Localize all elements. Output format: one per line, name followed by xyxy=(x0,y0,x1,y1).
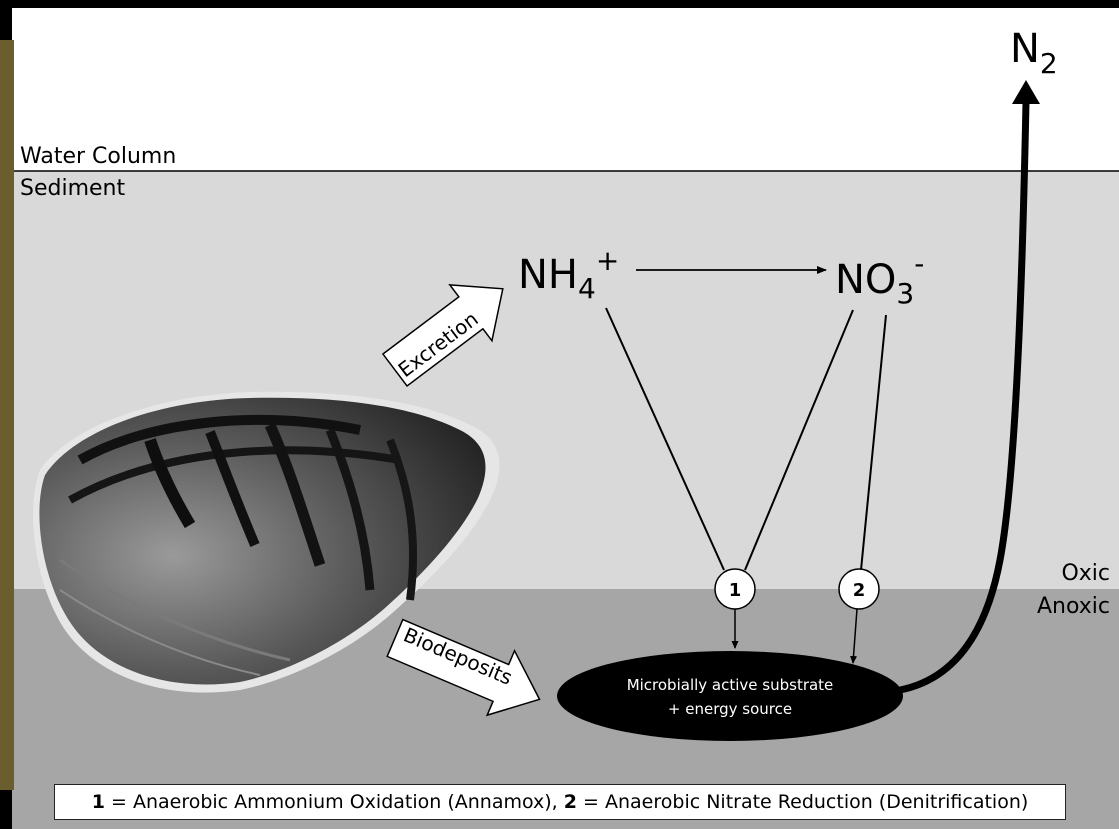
legend-text1: = Anaerobic Ammonium Oxidation (Annamox)… xyxy=(105,791,564,813)
water-column-label: Water Column xyxy=(20,144,176,169)
svg-text:2: 2 xyxy=(853,580,866,601)
substrate-line1: Microbially active substrate xyxy=(627,676,834,694)
legend-num1: 1 xyxy=(92,791,105,813)
anammox-process-marker: 1 xyxy=(715,569,755,609)
process-legend: 1 = Anaerobic Ammonium Oxidation (Annamo… xyxy=(54,784,1066,820)
legend-text2: = Anaerobic Nitrate Reduction (Denitrifi… xyxy=(577,791,1028,813)
substrate-line2: + energy source xyxy=(668,700,792,718)
legend-num2: 2 xyxy=(564,791,577,813)
svg-text:1: 1 xyxy=(729,580,742,601)
denitrification-process-marker: 2 xyxy=(839,569,879,609)
oxic-label: Oxic xyxy=(1061,561,1110,586)
sediment-label: Sediment xyxy=(20,176,125,201)
left-photo-strip xyxy=(0,40,14,790)
microbial-substrate: Microbially active substrate + energy so… xyxy=(557,651,903,741)
water-column-zone xyxy=(12,8,1119,171)
anoxic-label: Anoxic xyxy=(1037,594,1110,619)
